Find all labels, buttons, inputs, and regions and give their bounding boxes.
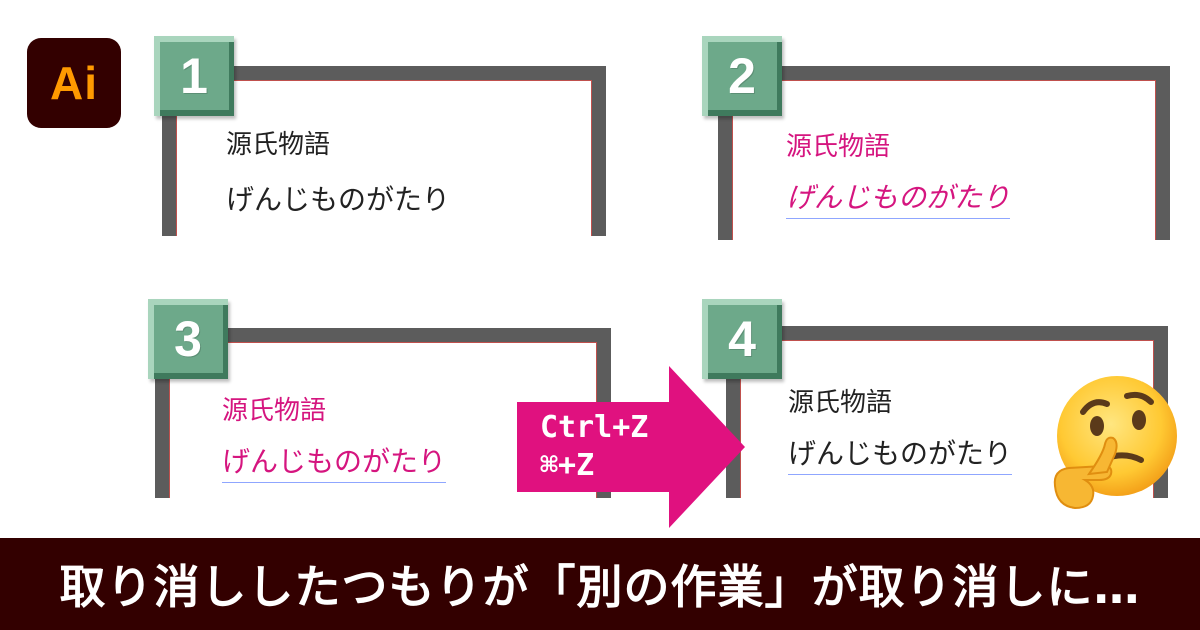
- shortcut-mac: ⌘+Z: [540, 448, 595, 483]
- reading-text: げんじものがたり: [222, 440, 447, 483]
- thinking-face-emoji: [1053, 376, 1177, 510]
- arrow-right-icon: [517, 366, 745, 528]
- step-number-badge: 1: [154, 36, 234, 116]
- shortcut-windows: Ctrl+Z: [540, 410, 649, 445]
- step-number-badge: 3: [148, 299, 228, 379]
- title-text: 源氏物語: [786, 132, 891, 162]
- headline-banner: 取り消ししたつもりが「別の作業」が取り消しに…: [0, 538, 1200, 630]
- title-text: 源氏物語: [222, 396, 327, 426]
- step-number-badge: 4: [702, 299, 782, 379]
- adobe-illustrator-logo: Ai: [27, 38, 121, 128]
- headline-text: 取り消ししたつもりが「別の作業」が取り消しに…: [59, 560, 1141, 614]
- shortcut-label: Ctrl+Z ⌘+Z: [540, 409, 700, 485]
- step-number-badge: 2: [702, 36, 782, 116]
- title-text: 源氏物語: [788, 388, 893, 418]
- reading-text: げんじものがたり: [786, 176, 1011, 219]
- reading-text: げんじものがたり: [226, 183, 451, 216]
- title-text: 源氏物語: [226, 130, 331, 160]
- logo-text: Ai: [50, 57, 98, 109]
- reading-text: げんじものがたり: [788, 432, 1013, 475]
